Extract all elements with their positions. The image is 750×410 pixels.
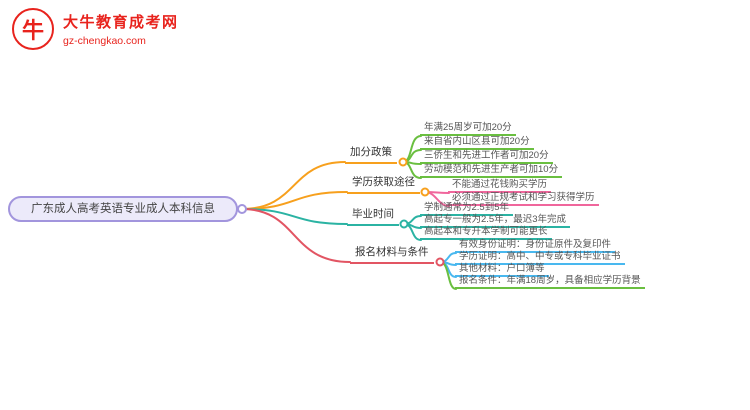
leaf-node[interactable]: 三侨生和先进工作者可加20分 bbox=[420, 150, 553, 164]
branch-collapse-dot[interactable] bbox=[398, 157, 408, 167]
root-collapse-dot[interactable] bbox=[237, 204, 247, 214]
branch-node-degree-path[interactable]: 学历获取途径 bbox=[347, 173, 420, 194]
leaf-node[interactable]: 高起专一般为2.5年，最迟3年完成 bbox=[420, 214, 570, 228]
logo-url: gz-chengkao.com bbox=[63, 35, 146, 47]
branch-node-graduation-time[interactable]: 毕业时间 bbox=[347, 205, 399, 226]
connector-line bbox=[402, 135, 422, 163]
leaf-node[interactable]: 高起本和专升本学制可能更长 bbox=[420, 226, 552, 240]
branch-collapse-dot[interactable] bbox=[399, 219, 409, 229]
leaf-node[interactable]: 报名条件：年满18周岁，具备相应学历背景 bbox=[455, 275, 645, 289]
branch-collapse-dot[interactable] bbox=[435, 257, 445, 267]
connector-line bbox=[241, 208, 351, 263]
bull-logo-icon: 牛 bbox=[12, 8, 54, 50]
leaf-node[interactable]: 年满25周岁可加20分 bbox=[420, 122, 516, 136]
branch-node-materials-conditions[interactable]: 报名材料与条件 bbox=[350, 243, 434, 264]
leaf-node[interactable]: 其他材料：户口簿等 bbox=[455, 263, 549, 277]
site-logo: 牛 大牛教育成考网 gz-chengkao.com bbox=[12, 8, 179, 50]
leaf-node[interactable]: 学制通常为2.5到5年 bbox=[420, 202, 513, 216]
connector-line bbox=[241, 161, 346, 210]
logo-text-block: 大牛教育成考网 gz-chengkao.com bbox=[63, 11, 179, 47]
connector-line bbox=[241, 191, 348, 210]
leaf-node[interactable]: 必须通过正规考试和学习获得学历 bbox=[448, 192, 599, 206]
root-node[interactable]: 广东成人高考英语专业成人本科信息 bbox=[8, 196, 238, 222]
leaf-node[interactable]: 学历证明：高中、中专或专科毕业证书 bbox=[455, 251, 625, 265]
leaf-node[interactable]: 来自省内山区县可加20分 bbox=[420, 136, 534, 150]
leaf-node[interactable]: 有效身份证明：身份证原件及复印件 bbox=[455, 239, 616, 253]
logo-title: 大牛教育成考网 bbox=[63, 14, 179, 31]
connector-line bbox=[241, 208, 348, 225]
branch-node-bonus-policy[interactable]: 加分政策 bbox=[345, 143, 397, 164]
leaf-node[interactable]: 不能通过花钱购买学历 bbox=[448, 179, 552, 193]
leaf-node[interactable]: 劳动模范和先进生产者可加10分 bbox=[420, 164, 563, 178]
branch-collapse-dot[interactable] bbox=[420, 187, 430, 197]
